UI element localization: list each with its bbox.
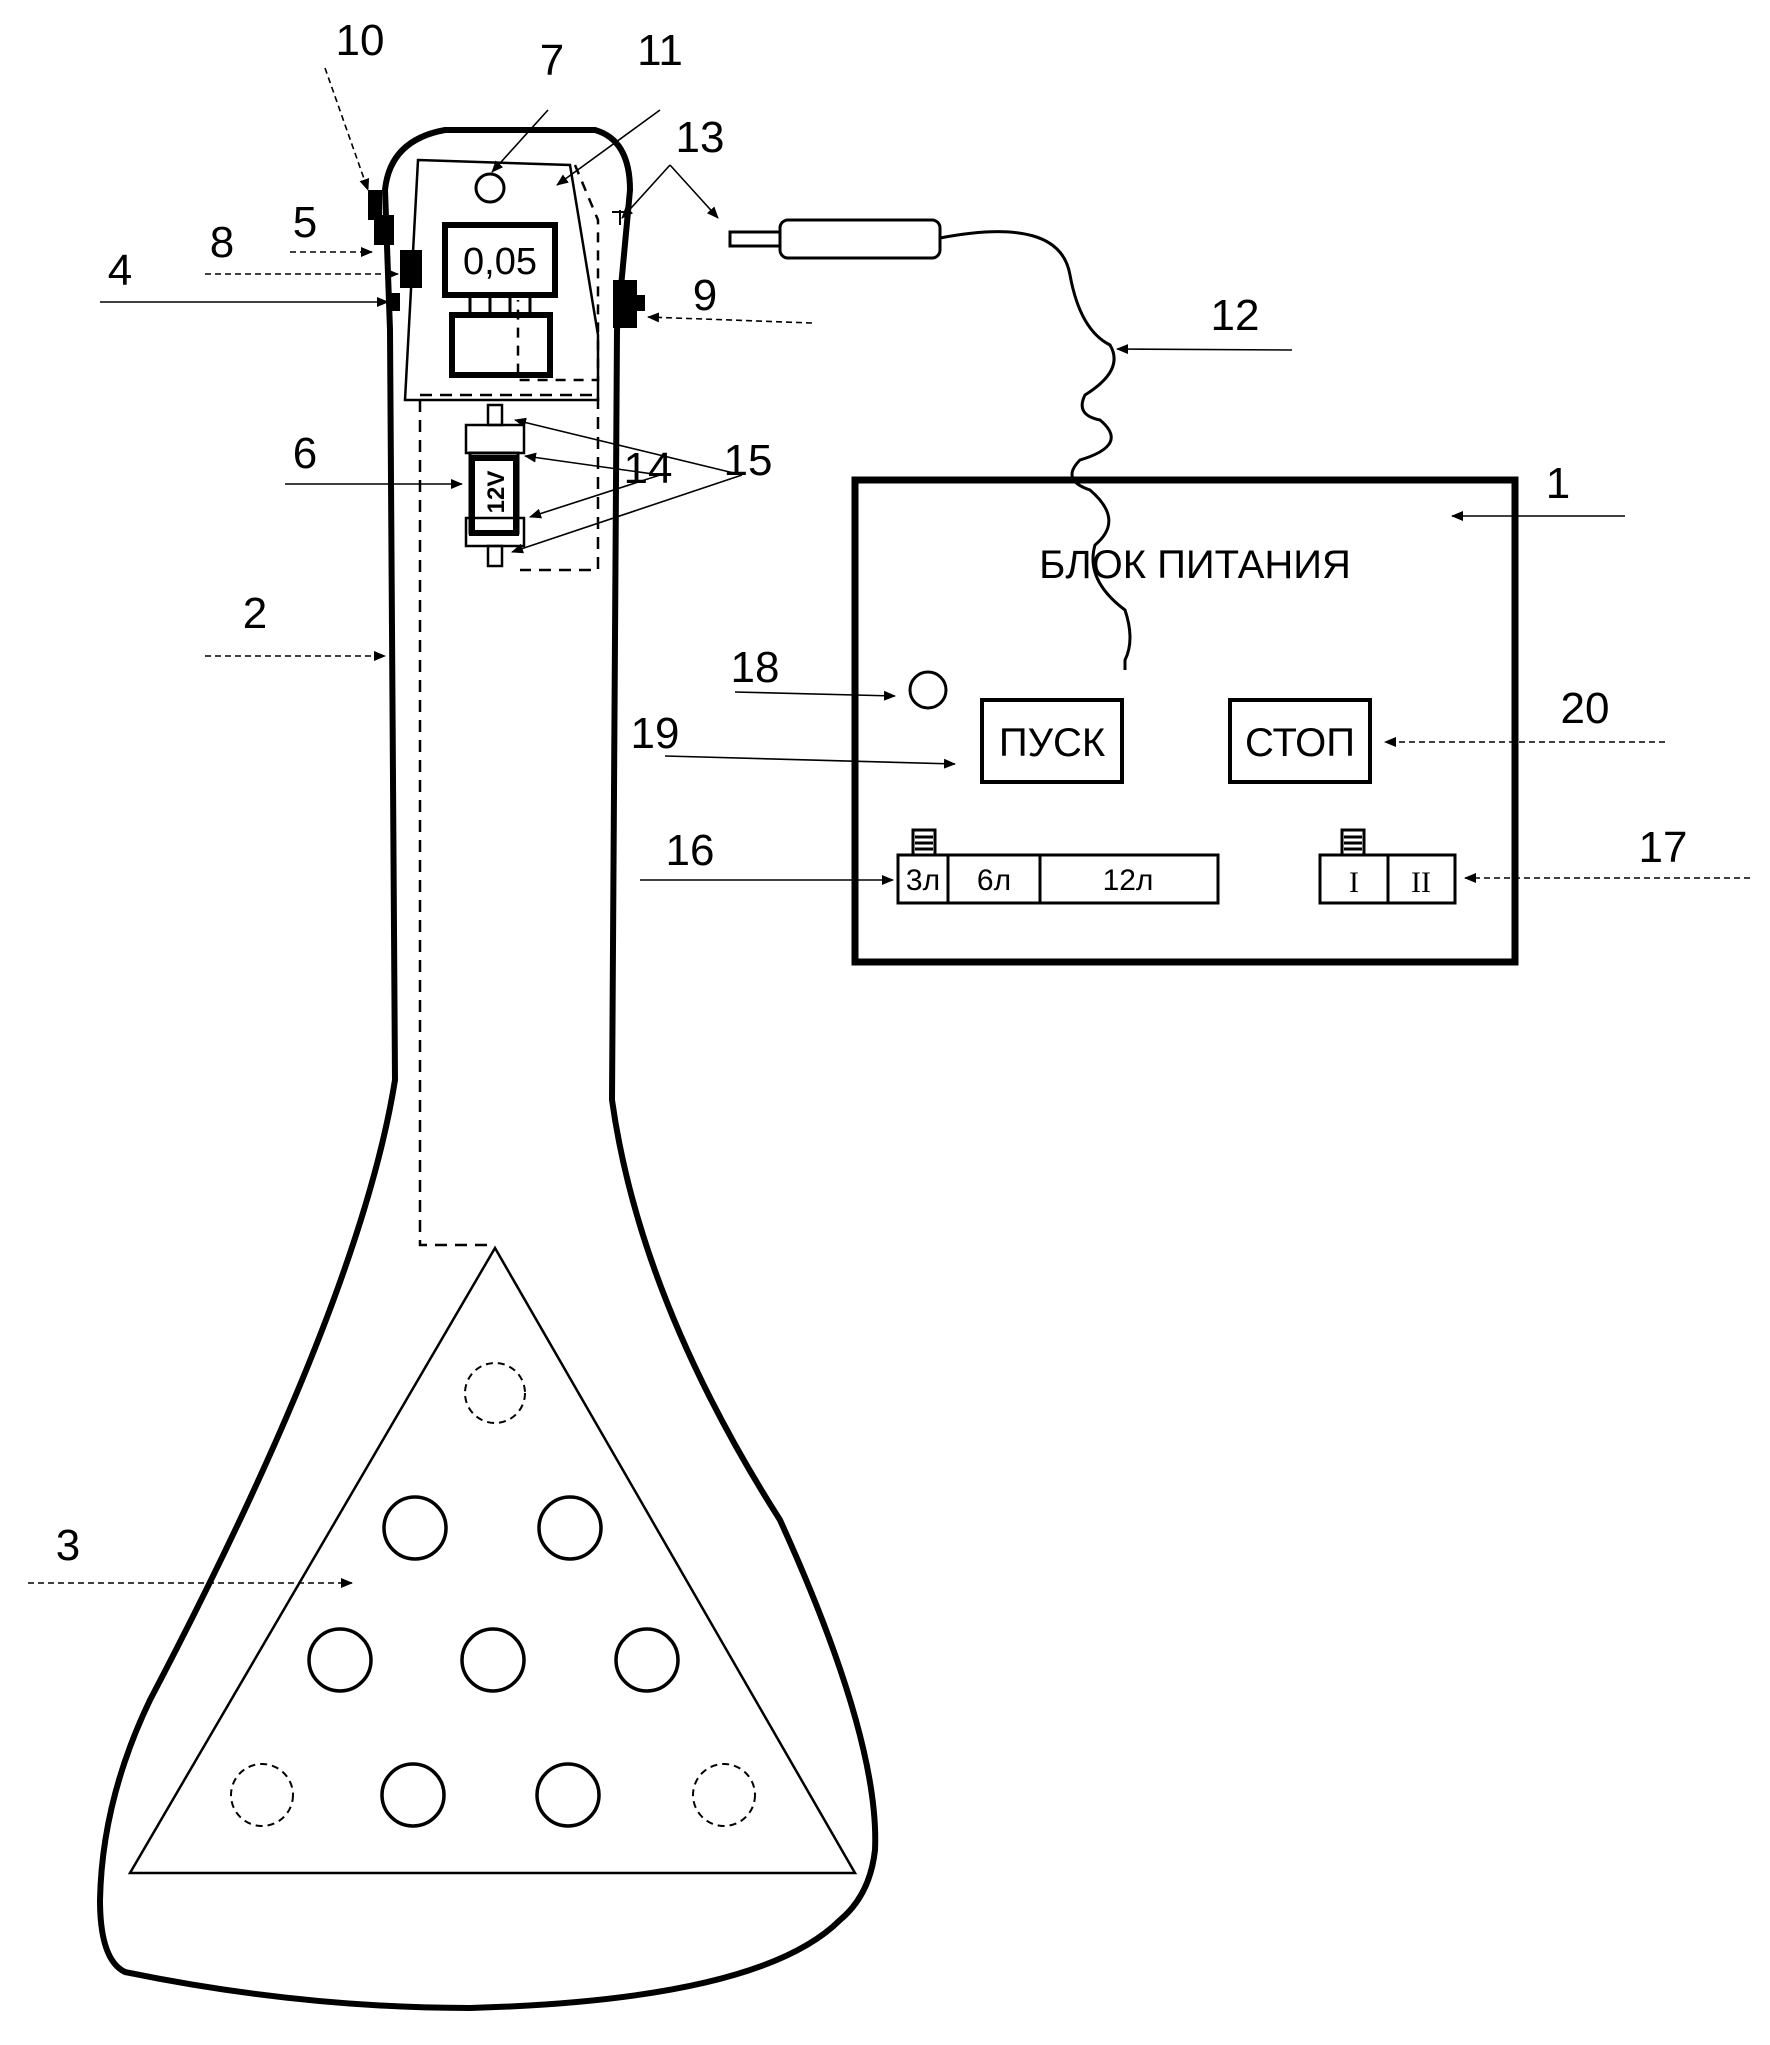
electrode <box>382 1495 448 1561</box>
power-unit-box <box>851 476 1519 966</box>
callout-17: 17 <box>1639 823 1688 872</box>
electrode <box>537 1495 603 1561</box>
volume-selector[interactable] <box>896 828 1220 905</box>
volume-option-6: 6л <box>977 864 1011 897</box>
callout-7: 7 <box>540 36 564 85</box>
electrode <box>614 1627 680 1693</box>
callout-10: 10 <box>336 16 385 65</box>
callout-11: 11 <box>637 26 683 75</box>
button-9[interactable] <box>613 280 637 328</box>
mode-option-1: I <box>1349 866 1359 899</box>
callout-8: 8 <box>210 218 234 267</box>
cable-12 <box>939 230 1132 670</box>
button-9-nub <box>637 295 645 311</box>
electrodes <box>230 1362 756 1828</box>
battery-holder <box>464 403 526 568</box>
stop-button[interactable] <box>1228 698 1372 784</box>
callout-9: 9 <box>693 271 717 320</box>
button-8[interactable] <box>400 250 422 288</box>
electrode <box>307 1627 373 1693</box>
callout-12: 12 <box>1211 291 1260 340</box>
start-button[interactable] <box>980 698 1124 784</box>
mode-option-2: II <box>1411 866 1431 899</box>
callout-1: 1 <box>1546 459 1570 508</box>
callout-15: 15 <box>724 436 773 485</box>
plug-13 <box>728 218 942 260</box>
electrode-triangle <box>127 1245 858 1875</box>
electrode <box>380 1762 446 1828</box>
circuit-board <box>449 312 553 378</box>
electrode-dashed-left <box>230 1763 294 1827</box>
callout-2: 2 <box>243 589 267 638</box>
button-4[interactable] <box>390 293 400 311</box>
mode-selector[interactable] <box>1318 828 1457 905</box>
callout-5: 5 <box>293 198 317 247</box>
callout-3: 3 <box>56 1521 80 1570</box>
electrode-dashed-right <box>692 1763 756 1827</box>
electrode-dashed-top <box>464 1362 526 1424</box>
callout-16: 16 <box>666 826 715 875</box>
volume-option-12: 12л <box>1103 864 1154 897</box>
display-pins <box>468 295 532 315</box>
digital-display <box>442 222 558 298</box>
electronics-compartment-dashed <box>420 393 600 572</box>
callout-13: 13 <box>676 113 725 162</box>
volume-option-3: 3л <box>906 864 940 897</box>
callout-4: 4 <box>108 246 132 295</box>
leader-lines <box>28 67 1750 1588</box>
paddle-body-outline <box>96 127 879 2012</box>
battery-label: 12V <box>483 471 510 514</box>
electrode <box>460 1627 526 1693</box>
power-unit-title: БЛОК ПИТАНИЯ <box>1039 543 1351 587</box>
head-housing <box>403 158 600 402</box>
callout-14: 14 <box>624 444 673 493</box>
display-value: 0,05 <box>463 241 537 283</box>
button-5[interactable] <box>374 215 394 245</box>
inner-channel-dashed <box>418 400 495 1247</box>
callout-19: 19 <box>631 709 680 758</box>
start-button-label: ПУСК <box>999 721 1106 765</box>
callout-20: 20 <box>1561 684 1610 733</box>
button-10[interactable] <box>368 190 382 220</box>
indicator-lamp-7 <box>474 172 506 204</box>
callout-6: 6 <box>293 429 317 478</box>
callout-18: 18 <box>731 643 780 692</box>
stop-button-label: СТОП <box>1245 721 1355 765</box>
indicator-18 <box>908 670 948 710</box>
electrode <box>535 1762 601 1828</box>
